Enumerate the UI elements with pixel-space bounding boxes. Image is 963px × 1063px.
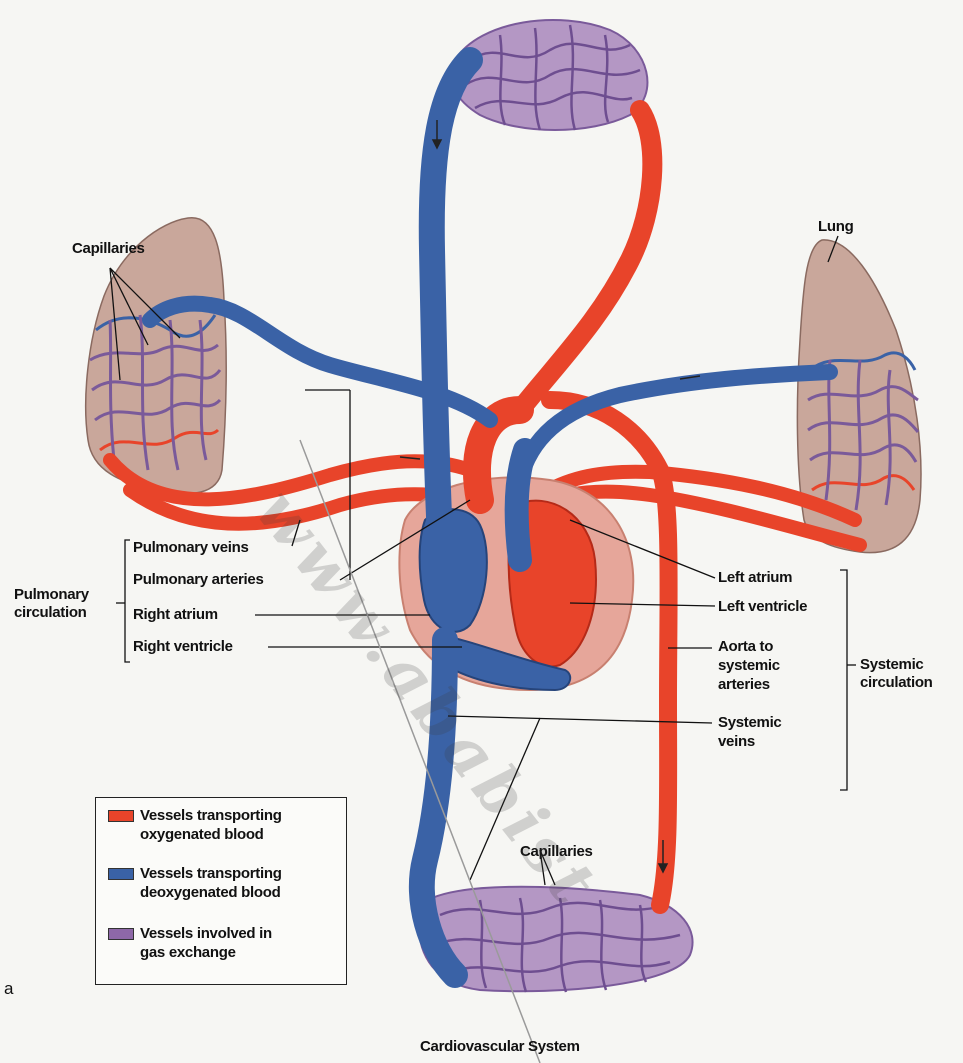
label-capillaries-lung: Capillaries [72, 240, 145, 258]
label-left-ventricle: Left ventricle [718, 598, 807, 616]
pulmonary-trunk [517, 450, 525, 560]
label-aorta-2: systemic [718, 657, 780, 675]
upper-body-capillaries [451, 20, 647, 130]
label-systemic-circulation-2: circulation [860, 674, 933, 692]
figure-caption: Cardiovascular System [420, 1038, 580, 1056]
label-systemic-veins-1: Systemic [718, 714, 781, 732]
legend-item-deoxygenated: Vessels transporting deoxygenated blood [108, 864, 282, 902]
label-pulmonary-circulation-1: Pulmonary [14, 586, 89, 604]
label-systemic-veins-2: veins [718, 733, 755, 751]
legend: Vessels transporting oxygenated blood Ve… [95, 797, 347, 985]
label-aorta-1: Aorta to [718, 638, 773, 656]
legend-swatch-oxygenated [108, 810, 134, 822]
label-pulmonary-veins: Pulmonary veins [133, 539, 249, 557]
label-pulmonary-circulation-2: circulation [14, 604, 87, 622]
legend-text-gas-exchange-1: Vessels involved in [140, 924, 272, 943]
label-right-ventricle: Right ventricle [133, 638, 233, 656]
legend-item-gas-exchange: Vessels involved in gas exchange [108, 924, 272, 962]
label-systemic-circulation-1: Systemic [860, 656, 923, 674]
legend-swatch-deoxygenated [108, 868, 134, 880]
legend-item-oxygenated: Vessels transporting oxygenated blood [108, 806, 282, 844]
label-pulmonary-arteries: Pulmonary arteries [133, 571, 264, 589]
label-left-atrium: Left atrium [718, 569, 792, 587]
legend-text-oxygenated-2: oxygenated blood [140, 825, 282, 844]
legend-swatch-gas-exchange [108, 928, 134, 940]
legend-text-deoxygenated-2: deoxygenated blood [140, 883, 282, 902]
legend-text-gas-exchange-2: gas exchange [140, 943, 272, 962]
legend-text-deoxygenated-1: Vessels transporting [140, 864, 282, 883]
legend-text-oxygenated-1: Vessels transporting [140, 806, 282, 825]
label-right-atrium: Right atrium [133, 606, 218, 624]
label-aorta-3: arteries [718, 676, 770, 694]
label-lung: Lung [818, 218, 853, 236]
panel-letter: a [4, 980, 13, 998]
